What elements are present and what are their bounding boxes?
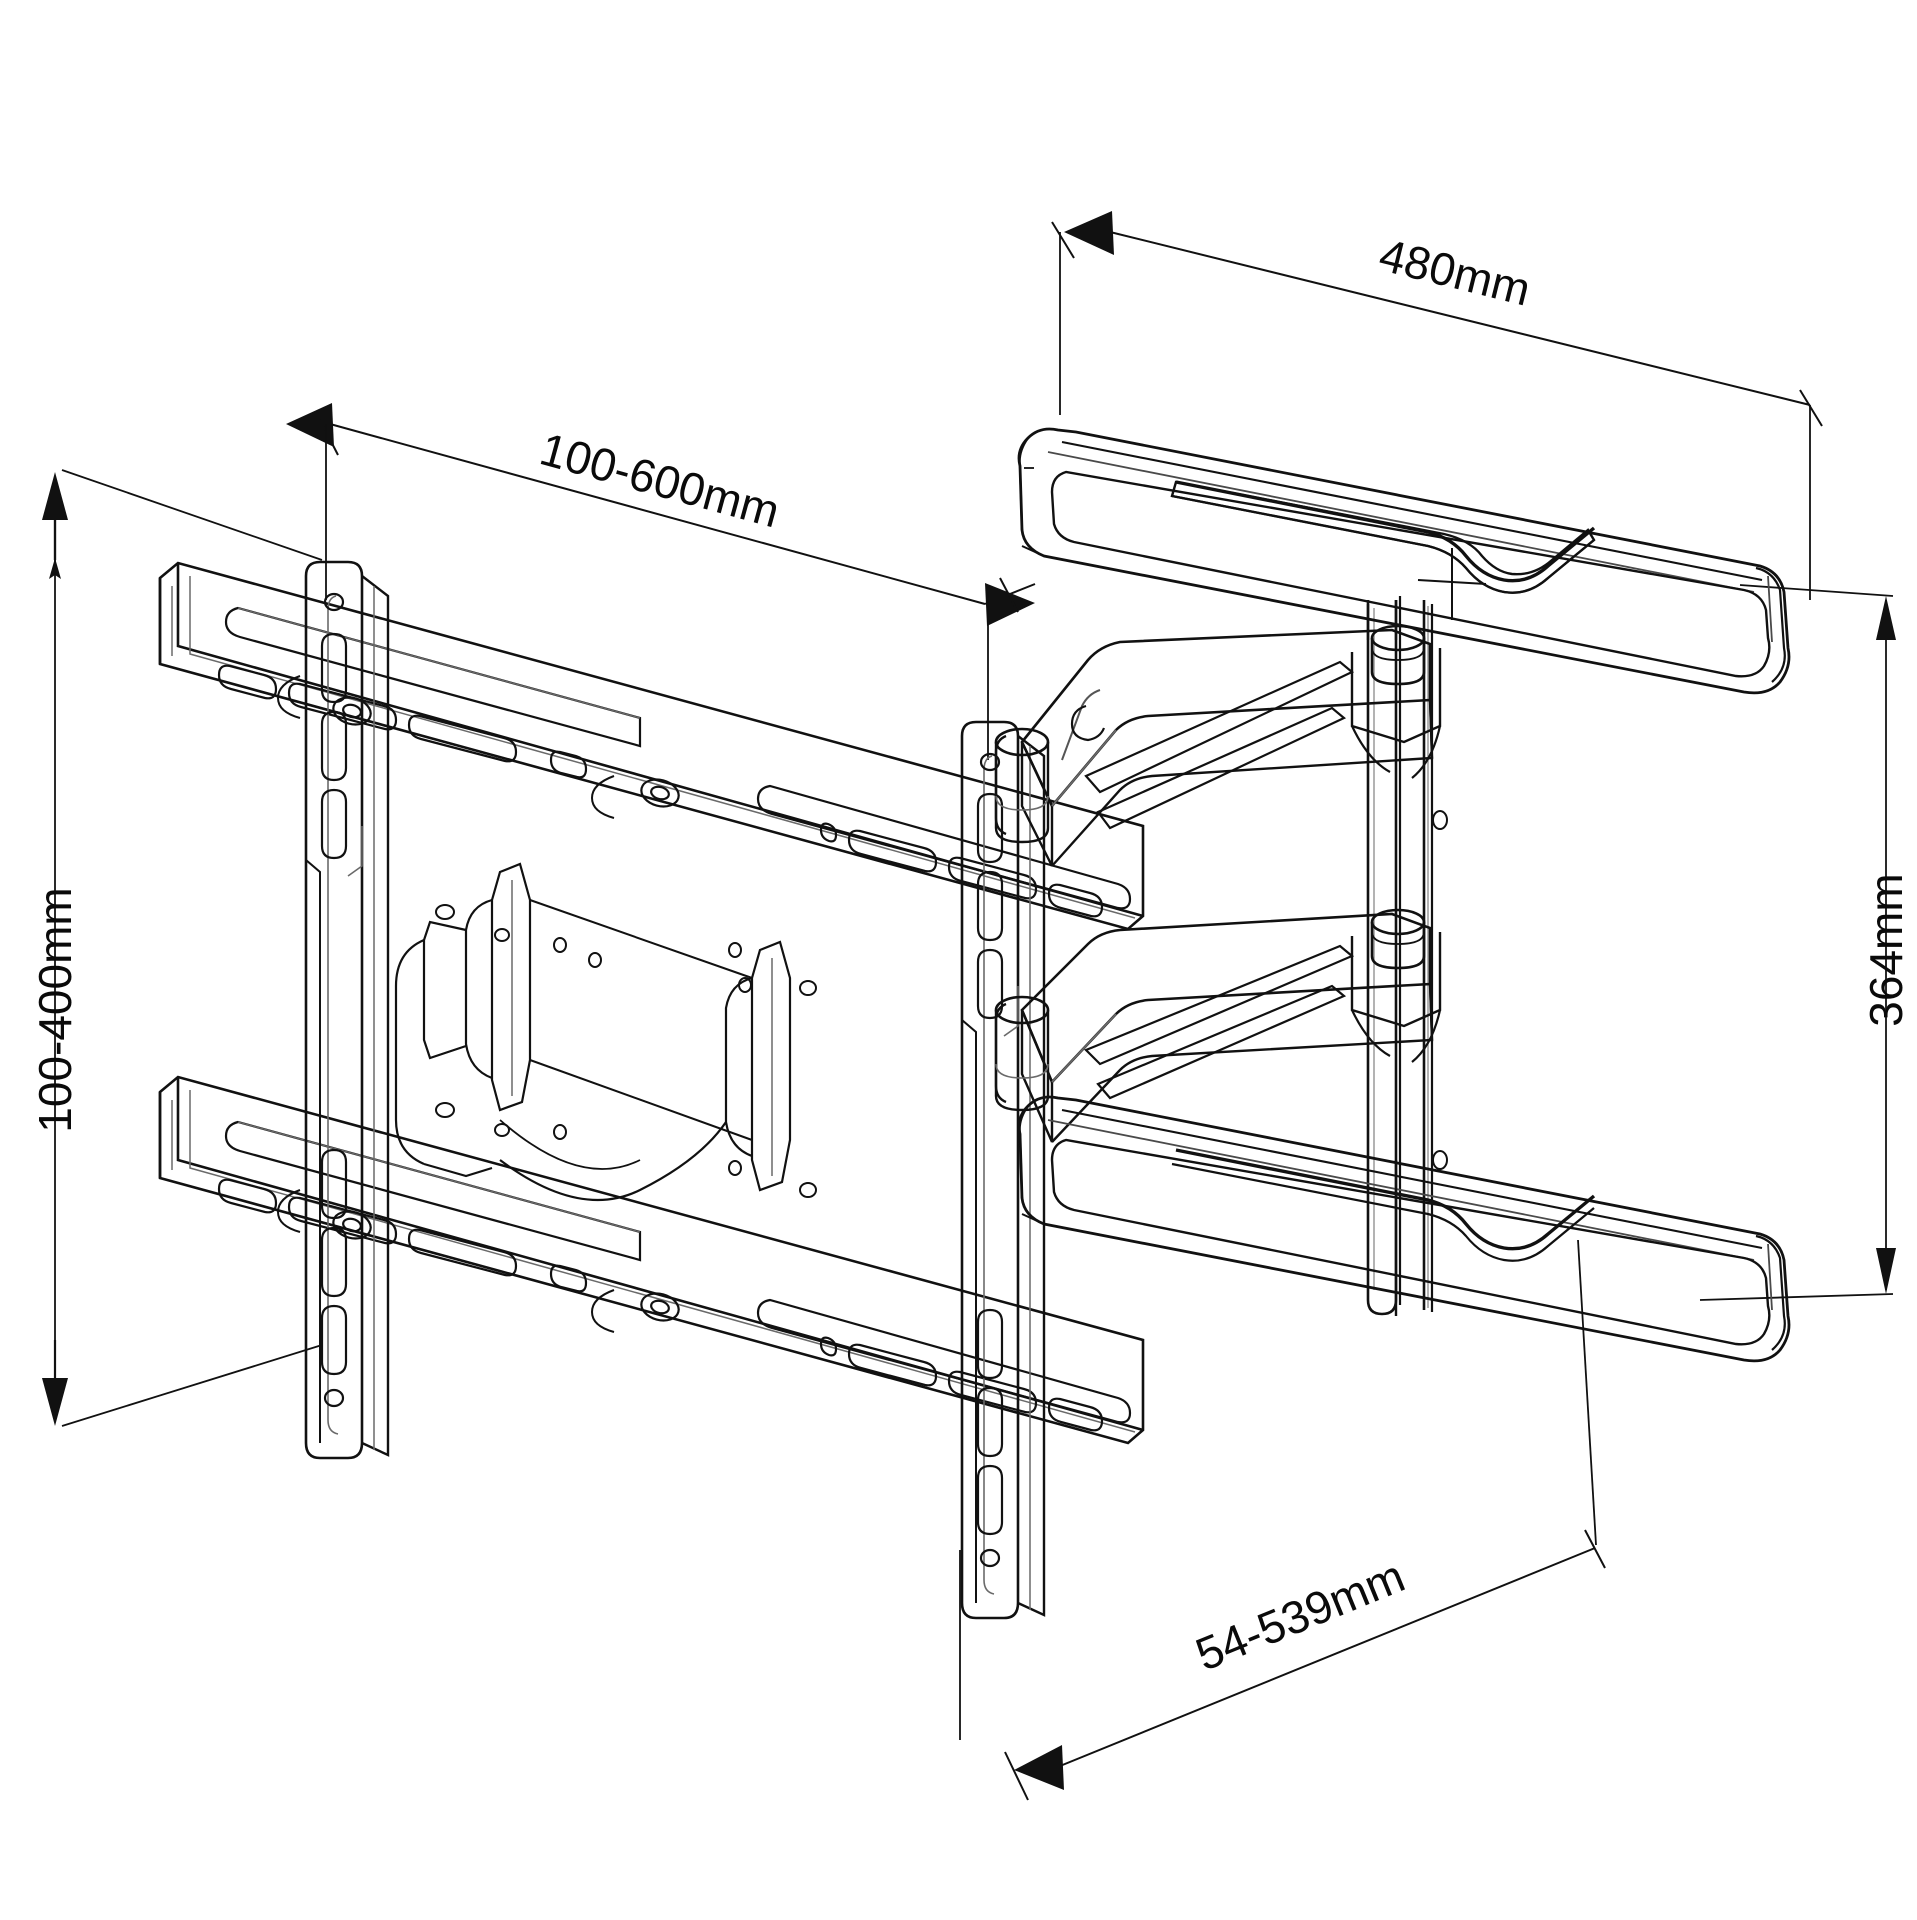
dimension-extension-depth — [959, 1239, 1606, 1801]
dimension-label-wallplate-height: 364mm — [1860, 873, 1912, 1026]
part-wall-rail-upper — [158, 561, 1145, 931]
part-lower-articulating-arm — [994, 912, 1434, 1143]
dimension-vesa-height — [42, 469, 323, 1427]
dimension-vesa-width — [286, 403, 1036, 760]
part-upper-articulating-arm — [994, 628, 1434, 867]
dimension-lines — [42, 211, 1896, 1801]
part-upper-tv-bracket-rail — [1017, 427, 1791, 695]
part-tv-plate — [394, 862, 817, 1202]
part-vesa-post-right — [960, 720, 1046, 1620]
part-lower-tv-bracket-rail — [1017, 1095, 1791, 1363]
dimension-label-vesa-height: 100-400mm — [29, 887, 81, 1132]
dimension-wallplate-height — [1699, 584, 1896, 1301]
part-vesa-post-left — [304, 560, 390, 1460]
dimension-arm-length — [1051, 211, 1823, 600]
part-pivot-lower — [1350, 908, 1442, 1063]
part-wall-rail-lower — [158, 1075, 1145, 1445]
part-wall-plate-vertical — [1366, 596, 1448, 1316]
part-bracket-connector — [1366, 600, 1398, 1316]
